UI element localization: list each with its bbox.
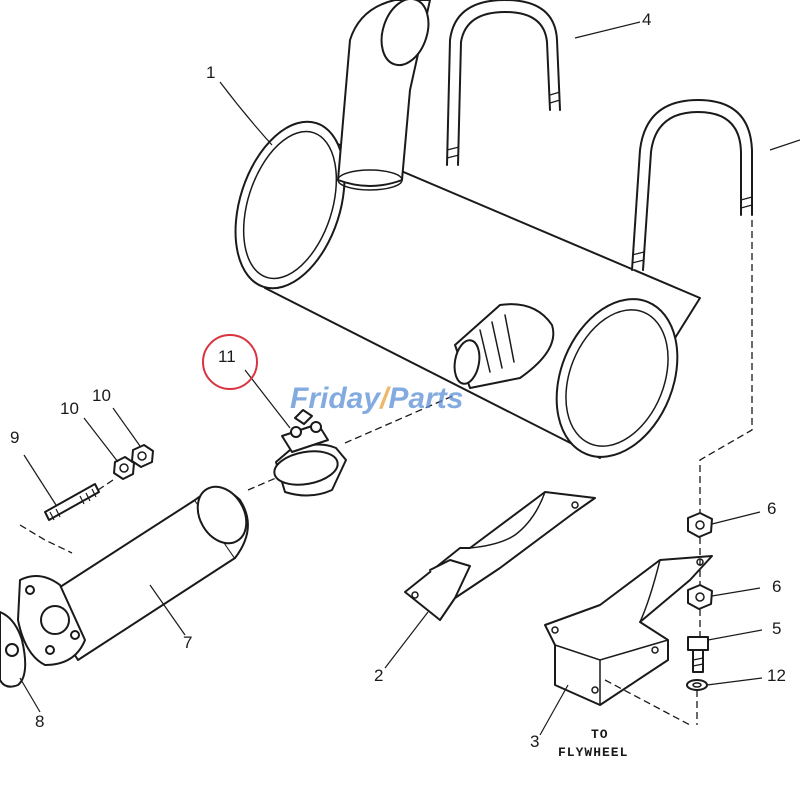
- callout-11[interactable]: 11: [218, 347, 236, 366]
- exhaust-pipe[interactable]: [17, 478, 256, 666]
- flange-gasket[interactable]: [0, 611, 27, 688]
- washer[interactable]: [686, 679, 708, 691]
- callout-12[interactable]: 12: [767, 666, 786, 685]
- callout-4[interactable]: 4: [642, 10, 651, 29]
- nut-small-a[interactable]: [113, 456, 135, 480]
- callout-10-b[interactable]: 10: [92, 386, 111, 405]
- callout-5[interactable]: 5: [772, 619, 781, 638]
- note-line-2: FLYWHEEL: [558, 745, 628, 760]
- highlight-circle: [202, 334, 258, 390]
- clamp[interactable]: [272, 409, 347, 497]
- u-bolt-front[interactable]: [631, 99, 753, 271]
- callout-2[interactable]: 2: [374, 666, 383, 685]
- note-line-1: TO: [591, 727, 609, 742]
- callout-labels: 1 4 11 10 10 9 7 8 2 3 6 6 5 12: [10, 10, 786, 751]
- bolt[interactable]: [687, 636, 709, 673]
- bracket-left[interactable]: [404, 491, 596, 621]
- flywheel-note: TO FLYWHEEL: [558, 727, 628, 760]
- callout-6-lower[interactable]: 6: [772, 577, 781, 596]
- nut-lower[interactable]: [687, 584, 713, 610]
- callout-7[interactable]: 7: [183, 633, 192, 652]
- assembly-lines: [19, 220, 753, 726]
- nut-upper[interactable]: [687, 512, 713, 538]
- callout-1[interactable]: 1: [206, 63, 215, 82]
- bracket-right[interactable]: [544, 555, 713, 706]
- callout-6-upper[interactable]: 6: [767, 499, 776, 518]
- leader-lines: [19, 21, 800, 736]
- stud[interactable]: [44, 483, 100, 521]
- watermark: Friday/Parts: [290, 382, 463, 415]
- callout-8[interactable]: 8: [35, 712, 44, 731]
- svg-text:Friday/Parts: Friday/Parts: [290, 382, 463, 415]
- nut-small-b[interactable]: [131, 444, 154, 468]
- muffler[interactable]: [216, 0, 701, 475]
- callout-10-a[interactable]: 10: [60, 399, 79, 418]
- callout-3[interactable]: 3: [530, 732, 539, 751]
- callout-9[interactable]: 9: [10, 428, 19, 447]
- u-bolt-rear[interactable]: [446, 0, 561, 166]
